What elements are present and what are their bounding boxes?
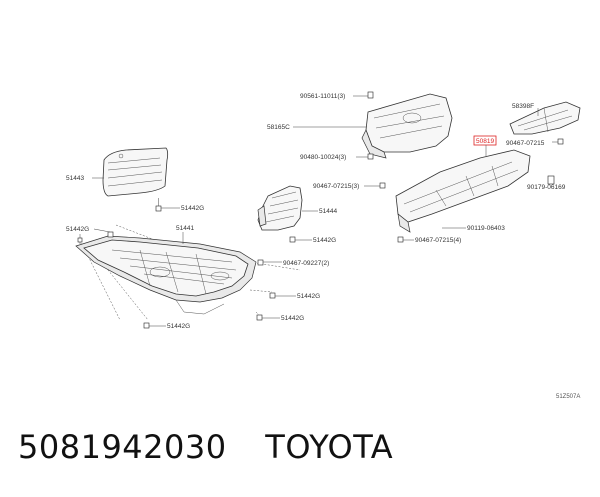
label-51442G-right: 51442G bbox=[297, 293, 320, 300]
figure-reference: 51Z507A bbox=[556, 394, 580, 400]
label-90561-11011: 90561-11011(3) bbox=[300, 93, 345, 100]
label-90467-07215-4: 90467-07215(4) bbox=[415, 237, 461, 244]
brand-name: TOYOTA bbox=[265, 428, 394, 466]
bolt-icon bbox=[143, 322, 150, 329]
label-51442G-left: 51442G bbox=[66, 226, 89, 233]
part-51444 bbox=[257, 185, 303, 231]
part-caption: 5081942030 TOYOTA bbox=[18, 428, 588, 478]
label-90480-10024: 90480-10024(3) bbox=[300, 154, 346, 161]
part-51441 bbox=[75, 224, 301, 321]
label-90119-06403: 90119-06403 bbox=[467, 225, 505, 232]
part-50819 bbox=[395, 149, 531, 233]
label-51442G-bottom: 51442G bbox=[167, 323, 190, 330]
part-58398F bbox=[509, 101, 581, 135]
label-51442G-upper: 51442G bbox=[181, 205, 204, 212]
highlighted-part-box bbox=[473, 135, 497, 146]
label-51444: 51444 bbox=[319, 208, 337, 215]
bolt-icon bbox=[289, 236, 296, 243]
part-number: 5081942030 bbox=[18, 428, 227, 466]
clip-icon bbox=[547, 175, 555, 185]
label-50819: 50819 bbox=[476, 138, 494, 145]
label-58398F: 58398F bbox=[512, 103, 534, 110]
label-90467-07215: 90467-07215 bbox=[506, 140, 545, 147]
label-51443: 51443 bbox=[66, 175, 84, 182]
part-58165C bbox=[361, 93, 453, 159]
bolt-icon bbox=[107, 231, 114, 238]
bolt-icon bbox=[155, 198, 162, 212]
label-58165C: 58165C bbox=[267, 124, 290, 131]
label-90179-06169: 90179-06169 bbox=[527, 184, 566, 191]
label-90467-09227: 90467-09227(2) bbox=[283, 260, 329, 267]
label-51442G-lower-right: 51442G bbox=[281, 315, 304, 322]
bolt-icon bbox=[257, 259, 264, 266]
parts-diagram: 51443 51442G 51441 51442G 90467-09227(2)… bbox=[66, 91, 581, 400]
label-90467-07215-3: 90467-07215(3) bbox=[313, 183, 359, 190]
label-51442G-mid: 51442G bbox=[313, 237, 336, 244]
part-51443 bbox=[102, 147, 169, 197]
label-51441: 51441 bbox=[176, 225, 194, 232]
bolt-icon bbox=[269, 292, 276, 299]
bolt-icon bbox=[397, 236, 404, 243]
bolt-icon bbox=[256, 314, 263, 321]
